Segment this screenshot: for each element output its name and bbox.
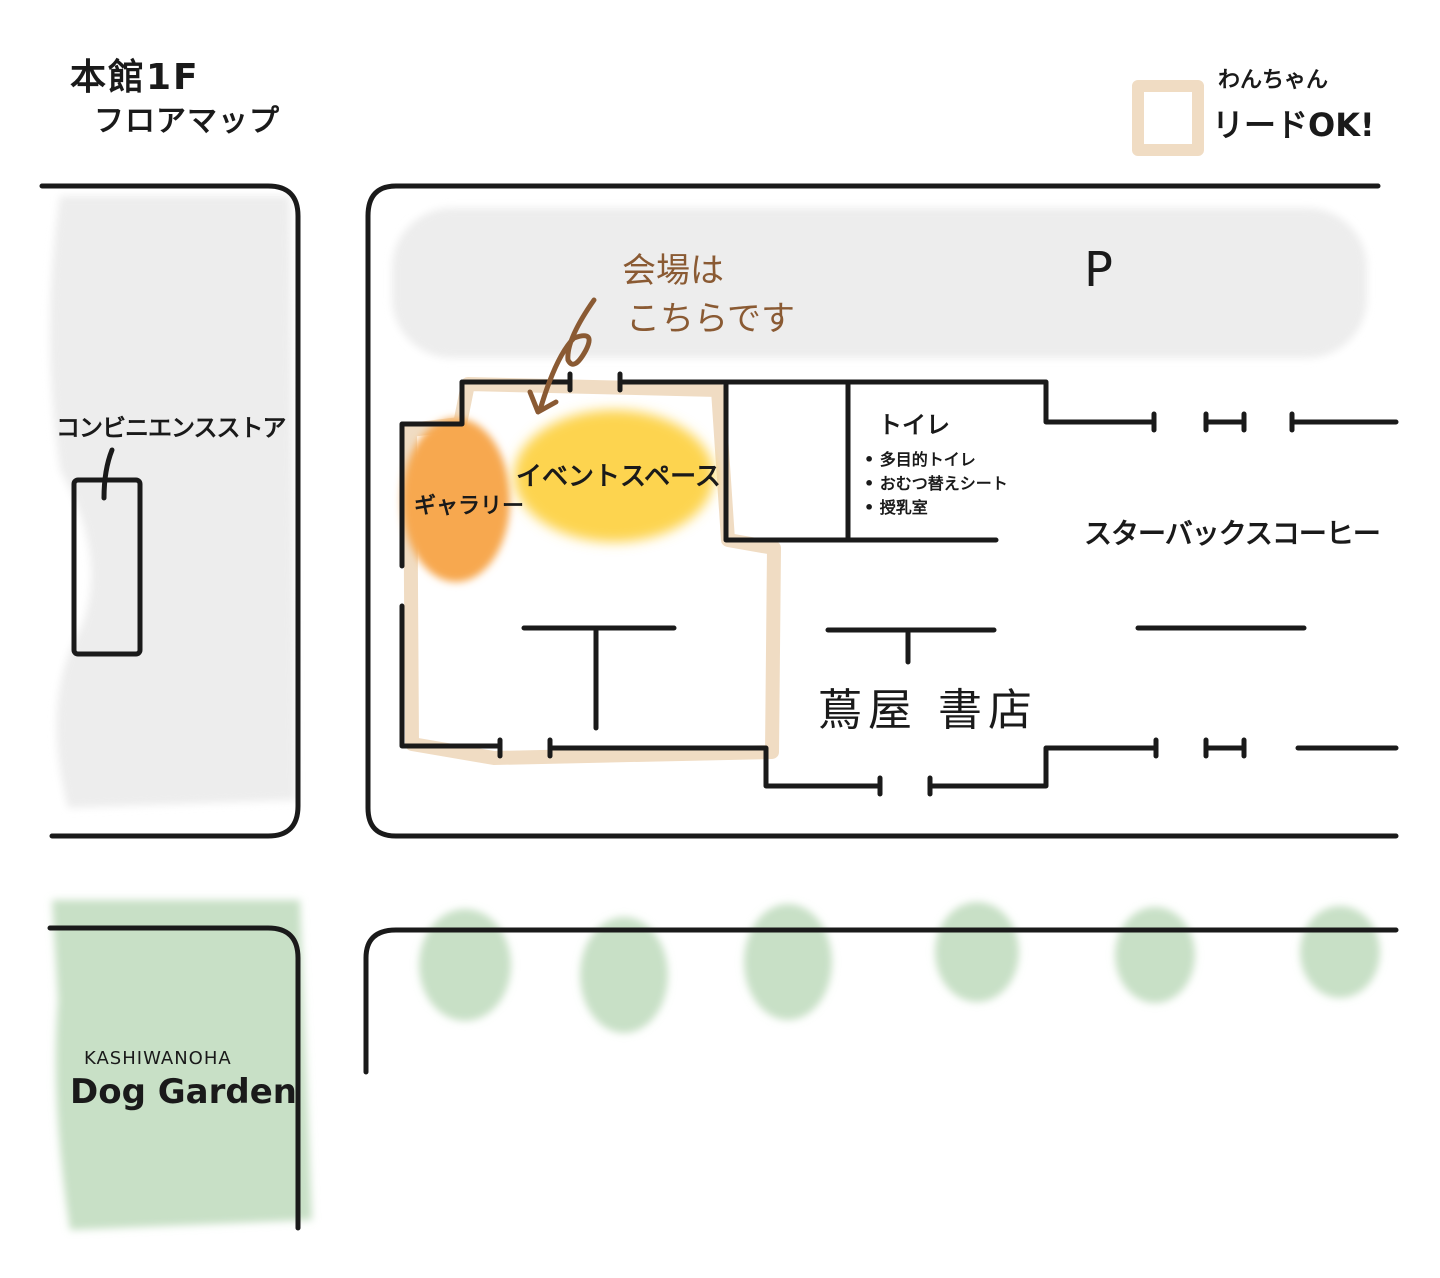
legend-text-lead-ok: リードOK!: [1212, 106, 1375, 144]
road-line: [39, 183, 301, 839]
starbucks-label[interactable]: スターバックスコーヒー: [1084, 517, 1381, 550]
convenience-pointer: [101, 447, 115, 501]
event-room-wall: [547, 745, 883, 789]
toilet-item-text: 多目的トイレ: [879, 450, 976, 469]
convenience-zone-fill: [50, 196, 296, 808]
tree: [1300, 906, 1380, 998]
tree: [1115, 907, 1195, 1003]
tree: [419, 909, 511, 1021]
annotation-arrow: [527, 297, 597, 415]
dog-ok-legend-swatch: [1132, 80, 1204, 156]
event-room-wall: [617, 379, 1157, 425]
dog-garden-label[interactable]: Dog Garden: [70, 1072, 297, 1112]
toilet-item-text: 授乳室: [879, 498, 928, 517]
road-line: [47, 925, 301, 1231]
toilet-item-nursing: • 授乳室: [864, 498, 928, 517]
legend-text-dog: わんちゃん: [1218, 68, 1329, 93]
event-space-fill: [514, 410, 714, 542]
parking-label[interactable]: P: [1084, 242, 1113, 298]
tree: [580, 917, 668, 1033]
map-title: 本館1F: [70, 57, 200, 98]
event-room-wall: [399, 379, 573, 569]
road-line: [363, 927, 1399, 1075]
tsutaya-books-label[interactable]: 蔦屋 書店: [818, 685, 1038, 736]
shelf-t: [825, 627, 997, 665]
gallery-fill: [402, 418, 510, 582]
event-space-label[interactable]: イベントスペース: [516, 462, 721, 492]
convenience-store-label[interactable]: コンビニエンスストア: [56, 414, 287, 442]
shelf-t: [521, 625, 677, 731]
venue-annotation-line1: 会場は: [622, 251, 724, 291]
main-building-outline: [365, 183, 1399, 839]
utility-room: [723, 379, 999, 543]
dog-garden-sublabel: KASHIWANOHA: [84, 1048, 232, 1069]
parking-zone-fill: [392, 208, 1367, 358]
toilet-item-multipurpose: • 多目的トイレ: [864, 450, 976, 469]
trees: [419, 902, 1380, 1033]
tree: [744, 904, 832, 1020]
tree: [935, 902, 1019, 1002]
gallery-label[interactable]: ギャラリー: [414, 494, 525, 519]
toilet-item-diaper: • おむつ替えシート: [864, 474, 1008, 493]
venue-annotation-line2: こちらです: [626, 299, 795, 339]
event-room-wall: [399, 603, 503, 749]
dog-garden-fill: [52, 900, 312, 1230]
toilet-item-text: おむつ替えシート: [879, 474, 1008, 493]
map-subtitle: フロアマップ: [94, 104, 280, 139]
toilet-label[interactable]: トイレ: [878, 411, 950, 439]
event-room-wall: [927, 745, 1159, 789]
